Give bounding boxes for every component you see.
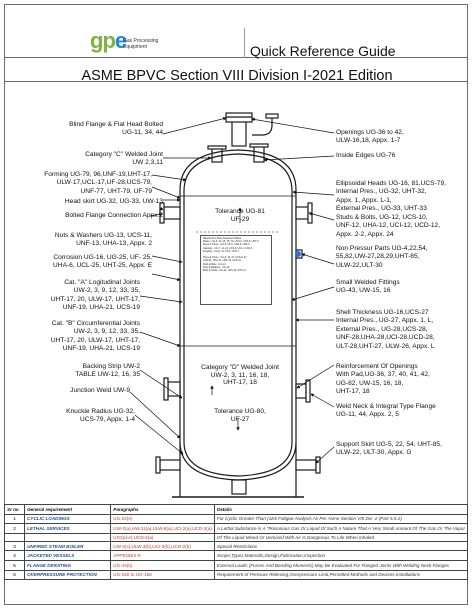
label-ellipsoidal-heads: Ellipsoidal Heads UG-16, 81,UCS-79,Inter… bbox=[336, 180, 446, 213]
header-general: General requirement bbox=[24, 504, 112, 515]
label-head-skirt: Head skirt UG-32, UG-33, UW-13 bbox=[64, 198, 163, 205]
label-tolerance-bottom: Tolerance UG-80,UF-27 bbox=[214, 408, 266, 423]
label-openings: Openings UG-36 to 42,ULW-16,18, Appx. 1-… bbox=[336, 129, 404, 145]
table-row: 4 JACKETED VESSELS APPENDIX-9 Scope,Type… bbox=[3, 550, 469, 561]
page-title: ASME BPVC Section VIII Division I-2021 E… bbox=[81, 68, 393, 84]
table-row: 2 LETHAL SERVICES UW-2(a),UW-11(a),ULW-8… bbox=[3, 523, 469, 534]
table-header-row: Sr no General requirement Paragraphs Det… bbox=[3, 504, 469, 515]
label-knuckle-radius: Knuckle Radius UG-32,UCS-79, Appx. 1-4 bbox=[66, 408, 135, 424]
table-row: 6 OVERPRESSURE PROTECTION UG-150 to UG-1… bbox=[3, 569, 469, 581]
header-srno: Sr no bbox=[3, 504, 26, 515]
table-row: 1 CYCLIC LOADINGS UG-22(e) For Cyclic Gr… bbox=[3, 513, 469, 525]
label-support-skirt: Support Skirt UG-5, 22, 54, UHT-85,ULW-2… bbox=[336, 441, 442, 457]
label-junction-weld: Junction Weld UW-9 bbox=[70, 387, 130, 394]
header-details: Details bbox=[213, 504, 469, 515]
table-row: UG2(d-e),UCD-2(a) Of The Liquid Mixed Or… bbox=[3, 532, 469, 542]
logo-mark: gpe bbox=[90, 28, 127, 53]
table-row: 3 UNFIRED STEAM BOILER UW-2(c),ULW-3(b),… bbox=[3, 540, 469, 552]
label-non-pressure-parts: Non Pressur Parts UG-4,22,54,55,82,UW-27… bbox=[336, 245, 428, 269]
logo-subtitle: Gas Processing Equipment bbox=[123, 38, 159, 50]
small-fitting-dot bbox=[295, 251, 301, 257]
label-bolted-flange: Bolted Flange Connection Appx.2 bbox=[65, 212, 163, 219]
guide-title: Quick Reference Guide bbox=[250, 43, 396, 59]
requirements-table: Sr no General requirement Paragraphs Det… bbox=[3, 504, 469, 581]
label-nuts-washers: Nuts & Washers UG-13, UCS-11,UNF-13, UHA… bbox=[54, 232, 152, 248]
title-bar bbox=[4, 58, 468, 82]
logo-text: gpe bbox=[90, 28, 127, 53]
header bbox=[4, 4, 468, 58]
table-row: 5 FLANGE DERATING UG-44(b) External Load… bbox=[3, 559, 469, 571]
page-frame bbox=[4, 4, 468, 605]
label-corrosion: Corrosion UG-16, UG-25, UF- 25,UHA-6, UC… bbox=[53, 254, 152, 270]
material-table: Material And Heat Treatment Tables Plate… bbox=[200, 235, 272, 305]
header-paragraphs: Paragraphs bbox=[110, 504, 215, 515]
label-forming: Forming UG-79, 96,UNF-19,UHT-17,ULW-17,U… bbox=[44, 171, 152, 195]
logo: gpe bbox=[90, 28, 127, 54]
label-inside-edges: Inside Edges UG-76 bbox=[336, 152, 396, 159]
header-divider bbox=[244, 28, 245, 58]
label-studs-bolts: Studs & Bolts, UG-12, UCS-10,UNF-12, UHA… bbox=[336, 214, 441, 238]
